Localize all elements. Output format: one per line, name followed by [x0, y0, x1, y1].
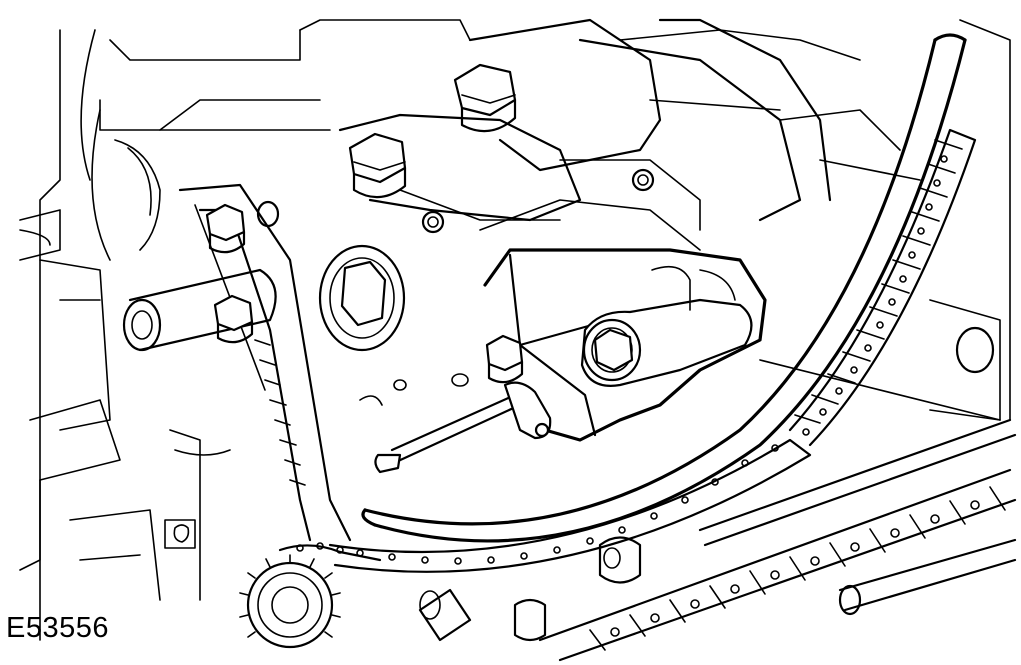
housing-bolt-middle: [348, 132, 407, 199]
tensioner-retaining-pin: [374, 381, 552, 474]
guide-bolt-upper: [205, 200, 280, 254]
left-cylinder-boss: [122, 268, 277, 352]
upper-housing: [338, 18, 861, 251]
chain-guide-right: [361, 33, 967, 543]
housing-bolt-top: [453, 63, 517, 133]
tensioner-bolt: [485, 334, 524, 384]
hex-plug: [318, 244, 406, 352]
figure-id-label: E53556: [6, 612, 109, 644]
timing-chain: [328, 128, 977, 573]
right-structure: [759, 19, 1011, 421]
guide-bolt-lower: [213, 294, 254, 344]
lower-rods: [418, 418, 1017, 642]
secondary-chain: [538, 468, 1017, 662]
chain-tensioner: [483, 248, 767, 442]
engine-block-outline: [19, 19, 471, 641]
crankshaft-sprocket: [239, 542, 382, 649]
housing-plugs: [359, 168, 655, 406]
chain-guide-left: [178, 183, 352, 542]
